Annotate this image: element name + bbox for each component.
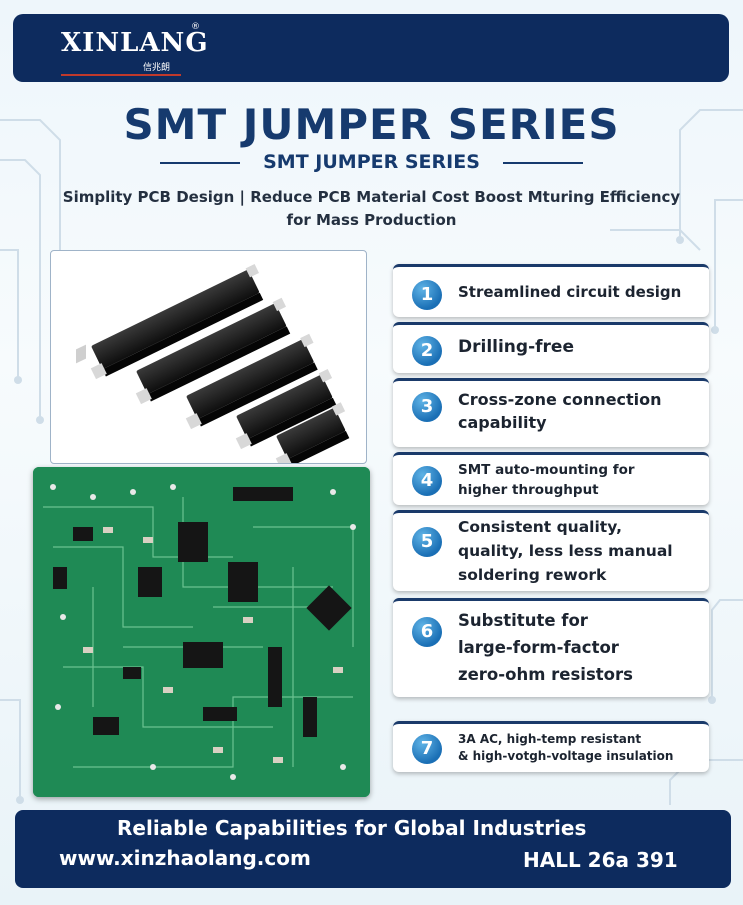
footer-bar: Reliable Capabilities for Global Industr… xyxy=(15,810,731,888)
exhibition-hall: HALL 26a 391 xyxy=(523,848,678,872)
subtitle-rule-right xyxy=(503,162,583,164)
pcb-board-image xyxy=(33,467,370,797)
brand-name: XINLANG xyxy=(61,28,209,58)
tagline: Simplity PCB Design | Reduce PCB Materia… xyxy=(40,186,703,232)
feature-text-line: capability xyxy=(458,413,547,432)
header-bar: XINLANG ® 信兆朗 xyxy=(13,14,729,82)
feature-item-7: 7 3A AC, high-temp resistant & high-votg… xyxy=(393,721,709,772)
subtitle-rule-left xyxy=(160,162,240,164)
feature-text: Cross-zone connection capability xyxy=(458,388,703,434)
feature-number-badge: 1 xyxy=(412,280,442,310)
feature-item-2: 2 Drilling-free xyxy=(393,322,709,373)
website-link[interactable]: www.xinzhaolang.com xyxy=(59,846,311,870)
feature-text-line: SMT auto-mounting for xyxy=(458,462,635,478)
feature-number-badge: 2 xyxy=(412,336,442,366)
feature-number-badge: 5 xyxy=(412,527,442,557)
feature-item-5: 5 Consistent quality, quality, less less… xyxy=(393,510,709,591)
feature-text: Streamlined circuit design xyxy=(458,283,682,301)
feature-text-line: higher throughput xyxy=(458,482,599,498)
tagline-line-1: Simplity PCB Design | Reduce PCB Materia… xyxy=(62,188,681,206)
feature-text-line: 3A AC, high-temp resistant xyxy=(458,732,642,746)
feature-item-6: 6 Substitute for large-form-factor zero-… xyxy=(393,598,709,697)
feature-item-4: 4 SMT auto-mounting for higher throughpu… xyxy=(393,452,709,505)
feature-item-1: 1 Streamlined circuit design xyxy=(393,264,709,317)
feature-text: Consistent quality, quality, less less m… xyxy=(458,515,703,587)
feature-text-line: large-form-factor xyxy=(458,638,619,657)
footer-tagline: Reliable Capabilities for Global Industr… xyxy=(117,816,587,840)
feature-text-line: Consistent quality, xyxy=(458,518,622,536)
page-subtitle: SMT JUMPER SERIES xyxy=(263,151,480,173)
feature-number-badge: 3 xyxy=(412,392,442,422)
feature-item-3: 3 Cross-zone connection capability xyxy=(393,378,709,447)
feature-number-badge: 6 xyxy=(412,617,442,647)
feature-text-line: Cross-zone connection xyxy=(458,390,662,409)
feature-number-badge: 7 xyxy=(412,734,442,764)
feature-text: SMT auto-mounting for higher throughput xyxy=(458,460,703,500)
feature-text: 3A AC, high-temp resistant & high-votgh-… xyxy=(458,731,703,765)
tagline-line-2: for Mass Production xyxy=(286,211,457,229)
feature-text-line: quality, less less manual xyxy=(458,542,673,560)
feature-text-line: zero-ohm resistors xyxy=(458,665,633,684)
feature-text-line: Substitute for xyxy=(458,611,588,630)
feature-text: Substitute for large-form-factor zero-oh… xyxy=(458,607,703,688)
jumper-components-image xyxy=(50,250,367,470)
brand-logo: XINLANG ® 信兆朗 xyxy=(61,22,208,78)
brand-chinese-name: 信兆朗 xyxy=(143,63,171,73)
feature-text-line: soldering rework xyxy=(458,566,607,584)
logo-underline xyxy=(61,74,181,76)
registered-mark: ® xyxy=(191,22,200,32)
subtitle-block: SMT JUMPER SERIES xyxy=(160,150,583,174)
page-title: SMT JUMPER SERIES xyxy=(123,100,620,149)
feature-number-badge: 4 xyxy=(412,466,442,496)
feature-text-line: & high-votgh-voltage insulation xyxy=(458,749,674,763)
feature-text: Drilling-free xyxy=(458,337,574,357)
